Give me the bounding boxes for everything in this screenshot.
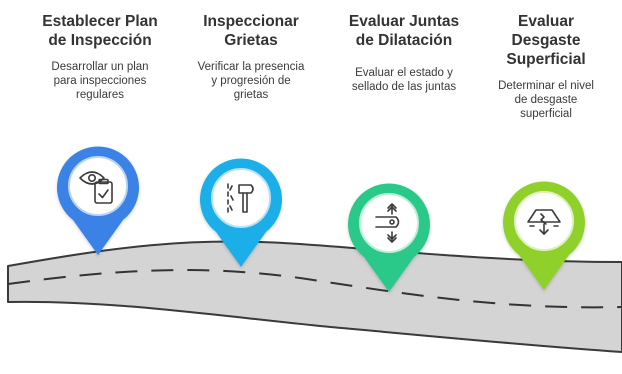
step-description-line: grietas [233, 89, 269, 101]
step-evaluar-juntas: Evaluar Juntas de Dilatación Evaluar el … [330, 12, 478, 94]
step-title-line: Desgaste [511, 32, 581, 49]
pin-establecer-plan [57, 146, 140, 255]
step-title: Establecer Plan de Inspección [26, 12, 174, 50]
step-description-line: Evaluar el estado y [355, 67, 453, 79]
step-title-line: de Dilatación [355, 32, 453, 49]
pin-inner-circle [514, 191, 574, 251]
road-center-line [7, 269, 622, 309]
step-description-line: sellado de las juntas [351, 81, 457, 93]
step-title-line: Grietas [224, 32, 278, 49]
hammer-crack-icon [227, 183, 254, 213]
step-description-line: para inspecciones [53, 75, 147, 87]
pin-evaluar-desgaste [502, 181, 585, 290]
step-inspeccionar-grietas: Inspeccionar Grietas Verificar la presen… [178, 12, 324, 102]
step-description-line: superficial [520, 108, 572, 120]
step-description-line: de desgaste [514, 94, 578, 106]
surface-wear-icon [527, 209, 561, 235]
pin-inner-circle [68, 156, 128, 216]
eye-clipboard-icon [79, 171, 113, 204]
step-evaluar-desgaste: Evaluar Desgaste Superficial Determinar … [472, 12, 620, 121]
step-title-line: de Inspección [48, 32, 152, 49]
step-description-line: Determinar el nivel [498, 80, 594, 92]
step-establecer-plan: Establecer Plan de Inspección Desarrolla… [26, 12, 174, 102]
step-description: Evaluar el estado y sellado de las junta… [330, 66, 478, 94]
pin-inner-circle [359, 193, 419, 253]
step-description-line: Verificar la presencia [197, 61, 305, 73]
step-description-line: y progresión de [211, 75, 291, 87]
step-description: Determinar el nivel de desgaste superfic… [472, 79, 620, 121]
pin-inner-circle [211, 168, 271, 228]
step-title-line: Evaluar Juntas [348, 13, 460, 30]
expansion-joint-icon [375, 203, 400, 243]
pin-evaluar-juntas [348, 183, 430, 292]
step-description: Verificar la presencia y progresión de g… [178, 60, 324, 102]
step-title-line: Inspeccionar [203, 13, 299, 30]
step-title: Inspeccionar Grietas [178, 12, 324, 50]
road [7, 240, 622, 353]
step-title-line: Evaluar [517, 13, 574, 30]
step-title-line: Establecer Plan [42, 13, 158, 30]
step-description: Desarrollar un plan para inspecciones re… [26, 60, 174, 102]
pin-inspeccionar-grietas [199, 158, 282, 267]
step-description-line: Desarrollar un plan [51, 61, 149, 73]
step-title-line: Superficial [506, 51, 586, 68]
step-title: Evaluar Desgaste Superficial [472, 12, 620, 69]
step-description-line: regulares [76, 89, 124, 101]
step-title: Evaluar Juntas de Dilatación [330, 12, 478, 50]
